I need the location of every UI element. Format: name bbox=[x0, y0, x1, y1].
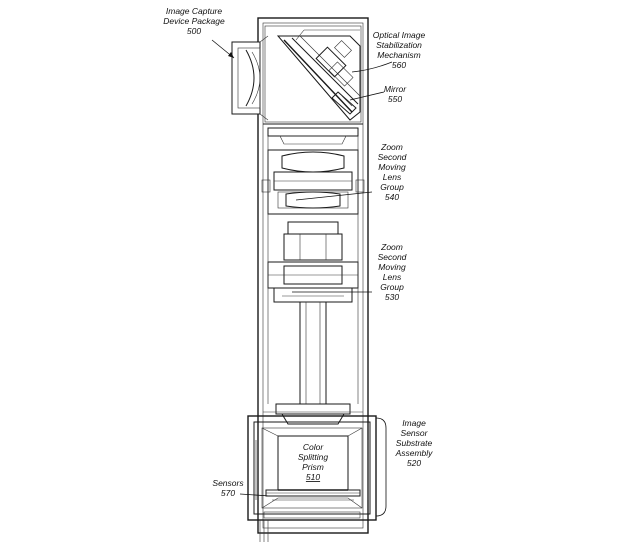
connector-leads bbox=[259, 520, 269, 542]
label-zoom-540: Zoom Second Moving Lens Group 540 bbox=[378, 142, 407, 202]
label-zoom-540-line-1: Zoom bbox=[380, 142, 403, 152]
label-package-number: 500 bbox=[187, 26, 201, 36]
label-stabilization-line-3: Mechanism bbox=[377, 50, 420, 60]
stabilization-mechanism bbox=[264, 25, 362, 123]
assembly-bracket bbox=[375, 417, 387, 517]
label-sensors-line-1: Sensors bbox=[212, 478, 244, 488]
leader-lines bbox=[211, 39, 393, 497]
label-sensor-assembly-line-1: Image bbox=[402, 418, 426, 428]
label-sensor-assembly-line-3: Substrate bbox=[396, 438, 433, 448]
label-sensor-assembly: Image Sensor Substrate Assembly 520 bbox=[395, 418, 434, 468]
label-stabilization-line-1: Optical Image bbox=[373, 30, 426, 40]
label-zoom-540-line-3: Moving bbox=[378, 162, 406, 172]
guide-rails bbox=[267, 136, 359, 404]
label-zoom-530-line-2: Second bbox=[378, 252, 407, 262]
label-prism: Color Splitting Prism 510 bbox=[298, 442, 329, 482]
sensors bbox=[265, 489, 361, 501]
label-package-line-1: Image Capture bbox=[166, 6, 222, 16]
lower-element bbox=[263, 403, 363, 425]
outer-housing bbox=[257, 17, 369, 534]
label-zoom-530-line-3: Moving bbox=[378, 262, 406, 272]
label-zoom-530-number: 530 bbox=[385, 292, 399, 302]
label-zoom-530-line-5: Group bbox=[380, 282, 404, 292]
label-zoom-530-line-4: Lens bbox=[383, 272, 402, 282]
label-mirror-line-1: Mirror bbox=[384, 84, 407, 94]
label-package: Image Capture Device Package 500 bbox=[163, 6, 225, 36]
label-zoom-540-line-2: Second bbox=[378, 152, 407, 162]
label-stabilization-number: 560 bbox=[392, 60, 406, 70]
label-sensor-assembly-number: 520 bbox=[407, 458, 421, 468]
mid-barrel bbox=[283, 221, 343, 261]
label-mirror-number: 550 bbox=[388, 94, 402, 104]
side-lens-window bbox=[231, 35, 269, 121]
label-prism-number: 510 bbox=[306, 472, 320, 482]
label-zoom-540-line-4: Lens bbox=[383, 172, 402, 182]
label-zoom-540-number: 540 bbox=[385, 192, 399, 202]
label-sensors-number: 570 bbox=[221, 488, 235, 498]
label-package-line-2: Device Package bbox=[163, 16, 225, 26]
label-zoom-530-line-1: Zoom bbox=[380, 242, 403, 252]
label-sensor-assembly-line-2: Sensor bbox=[401, 428, 429, 438]
label-zoom-540-line-5: Group bbox=[380, 182, 404, 192]
label-zoom-530: Zoom Second Moving Lens Group 530 bbox=[378, 242, 407, 302]
label-prism-line-1: Color bbox=[303, 442, 324, 452]
label-prism-line-2: Splitting bbox=[298, 452, 329, 462]
label-mirror: Mirror 550 bbox=[384, 84, 407, 104]
label-stabilization-line-2: Stabilization bbox=[376, 40, 422, 50]
label-sensors: Sensors 570 bbox=[212, 478, 244, 498]
label-prism-line-3: Prism bbox=[302, 462, 324, 472]
lens-group-540 bbox=[261, 149, 365, 215]
upper-divider bbox=[263, 123, 363, 145]
lens-group-530 bbox=[267, 261, 359, 303]
label-sensor-assembly-line-4: Assembly bbox=[395, 448, 434, 458]
sensor-substrate-assembly bbox=[247, 415, 377, 521]
label-stabilization: Optical Image Stabilization Mechanism 56… bbox=[373, 30, 426, 70]
